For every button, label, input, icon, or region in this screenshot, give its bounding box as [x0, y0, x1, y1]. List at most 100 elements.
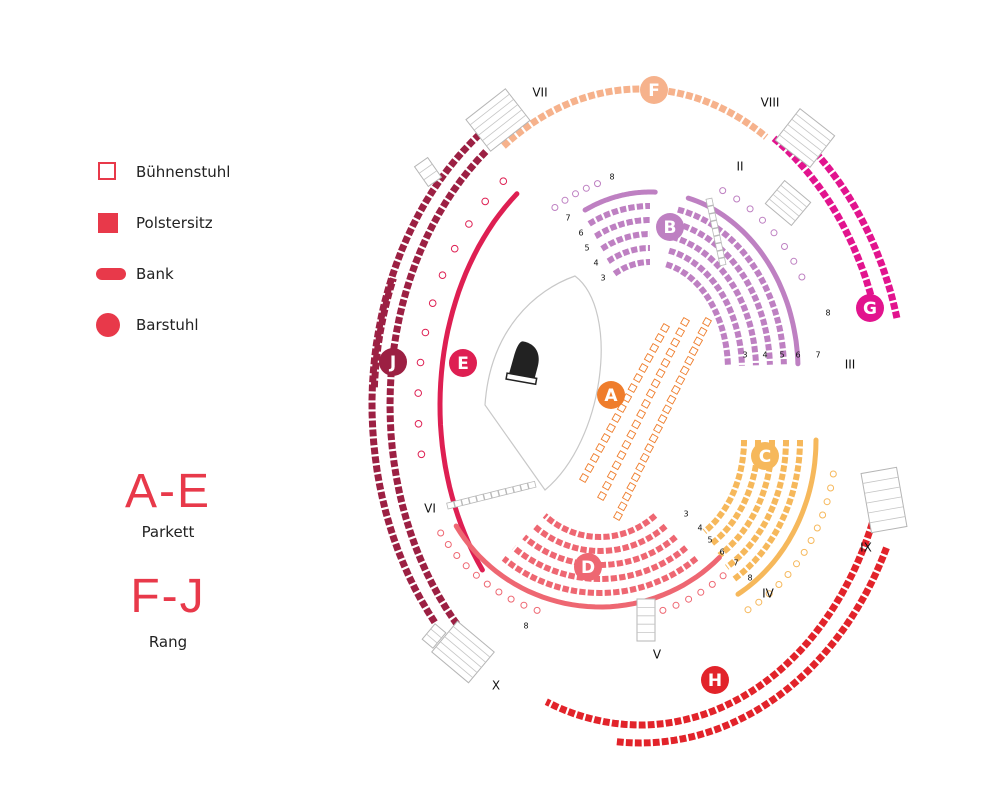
section-badge-f[interactable]: F	[640, 76, 668, 104]
row-label-d: 8	[523, 622, 528, 631]
row-label-b-left: 5	[584, 244, 589, 253]
row-label-b-right: 4	[762, 351, 767, 360]
stairs-viii	[774, 107, 836, 169]
rang-label: Rang	[148, 633, 188, 651]
legend-label: Barstuhl	[136, 316, 199, 334]
stairs-vii-small	[413, 156, 443, 188]
entrance-label-vii: VII	[532, 86, 547, 100]
entrance-label-iii: III	[845, 358, 856, 372]
legend-item-barstuhl: Barstuhl	[96, 313, 336, 337]
parkett-b-left-bench[interactable]	[582, 189, 658, 213]
svg-text:A: A	[604, 386, 618, 406]
section-badge-e[interactable]: E	[449, 349, 477, 377]
svg-text:F: F	[648, 81, 660, 101]
legend: Bühnenstuhl Polstersitz Bank Barstuhl	[96, 160, 336, 364]
rang-f-row[interactable]	[501, 85, 769, 149]
svg-text:B: B	[664, 218, 677, 238]
rang-h-row-2[interactable]	[615, 546, 890, 747]
entrance-label-ii: II	[736, 160, 743, 174]
stairs-ii	[764, 179, 812, 227]
parkett-b-right-row-6[interactable]	[674, 220, 773, 365]
rang-j-row-1[interactable]	[386, 148, 489, 662]
entrance-label-vi: VI	[424, 502, 436, 516]
parkett-c-barstools[interactable]	[744, 470, 837, 614]
parkett-e-barstools[interactable]	[414, 177, 508, 459]
legend-item-polstersitz: Polstersitz	[96, 211, 336, 235]
parkett-b-left-row-6[interactable]	[594, 217, 651, 239]
parkett-c-bench[interactable]	[735, 437, 819, 597]
svg-text:E: E	[457, 354, 469, 374]
parkett-c-row-7[interactable]	[732, 440, 803, 582]
parkett-d-bench[interactable]	[453, 523, 722, 610]
row-label-b-right: 7	[815, 351, 820, 360]
parkett-b-left-row-7[interactable]	[587, 203, 650, 227]
row-label-b-left: 7	[565, 214, 570, 223]
row-label-c: 8	[747, 574, 752, 583]
legend-label: Bühnenstuhl	[136, 163, 231, 181]
svg-text:G: G	[863, 299, 877, 319]
svg-text:C: C	[759, 447, 771, 467]
entrance-label-v: V	[653, 648, 662, 662]
parkett-e-bench[interactable]	[437, 191, 520, 573]
row-label-b-right: 8	[825, 309, 830, 318]
parkett-c-row-6[interactable]	[725, 440, 789, 570]
parkett-d-barstools-left[interactable]	[437, 529, 541, 614]
section-badge-b[interactable]: B	[656, 213, 684, 241]
parkett-d-barstools-right[interactable]	[659, 572, 727, 614]
parkett-c-row-3[interactable]	[702, 440, 747, 534]
parkett-d-row-3[interactable]	[542, 513, 658, 541]
parkett-b-right-row-4[interactable]	[668, 247, 745, 366]
parkett-b-left-row-5[interactable]	[600, 231, 650, 252]
open-square-icon	[96, 160, 130, 184]
row-label-c: 6	[719, 548, 724, 557]
stairs-x	[431, 620, 495, 684]
parkett-b-right-barstools[interactable]	[719, 187, 806, 281]
legend-item-bank: Bank	[96, 262, 336, 286]
stairs-x-small	[421, 623, 447, 649]
row-label-c: 5	[707, 536, 712, 545]
row-label-b-right: 5	[779, 351, 784, 360]
rang-code: F-J	[130, 570, 206, 623]
section-badge-h[interactable]: H	[701, 666, 729, 694]
row-label-b-left: 4	[593, 259, 598, 268]
section-badge-d[interactable]: D	[574, 553, 602, 581]
row-label-c: 4	[697, 524, 702, 533]
pill-icon	[96, 262, 130, 286]
section-badge-j[interactable]: J	[379, 348, 407, 376]
rang-g-row-2[interactable]	[793, 130, 901, 319]
row-label-c: 7	[733, 559, 738, 568]
row-label-c: 3	[683, 510, 688, 519]
parkett-b-left-row-3[interactable]	[612, 259, 650, 277]
section-badge-g[interactable]: G	[856, 294, 884, 322]
entrance-label-viii: VIII	[761, 96, 780, 110]
row-label-b-left: 3	[600, 274, 605, 283]
svg-text:D: D	[581, 558, 595, 578]
entrance-label-x: X	[492, 679, 500, 693]
rang-g-row-1[interactable]	[771, 135, 878, 308]
section-badge-c[interactable]: C	[751, 442, 779, 470]
stairs-v	[636, 598, 656, 642]
aisle-chair-strip-vi	[446, 480, 537, 510]
parkett-d-row-4[interactable]	[532, 523, 668, 555]
row-label-b-left: 8	[609, 173, 614, 182]
parkett-a-chairs[interactable]	[579, 317, 712, 521]
parkett-b-right-row-7[interactable]	[677, 206, 787, 365]
rang-j-row-3[interactable]	[370, 277, 397, 388]
svg-text:J: J	[389, 353, 396, 373]
parkett-b-left-row-4[interactable]	[606, 245, 650, 264]
legend-item-buehnenstuhl: Bühnenstuhl	[96, 160, 336, 184]
filled-circle-icon	[96, 313, 130, 337]
stairs-ix	[860, 466, 908, 534]
parkett-b-right-row-3[interactable]	[665, 261, 731, 367]
rang-h-row-1[interactable]	[544, 513, 879, 729]
svg-text:H: H	[708, 671, 722, 691]
parkett-d-row-6[interactable]	[511, 545, 689, 583]
parkett-b-left-barstools[interactable]	[551, 180, 601, 211]
row-label-b-right: 3	[742, 351, 747, 360]
section-badge-a[interactable]: A	[597, 381, 625, 409]
legend-label: Bank	[136, 265, 174, 283]
aisle-chair-strip-ii	[705, 197, 727, 267]
parkett-b-right-bench[interactable]	[685, 195, 801, 367]
parkett-d-row-7[interactable]	[501, 556, 699, 597]
